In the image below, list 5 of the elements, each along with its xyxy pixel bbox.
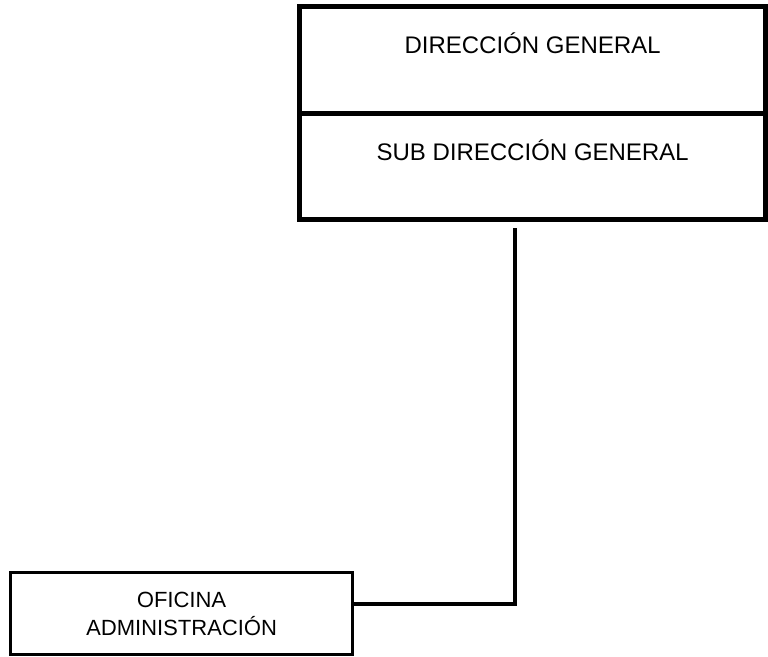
box-label: OFICINA ADMINISTRACIÓN (85, 586, 278, 641)
box-label: DIRECCIÓN GENERAL (404, 31, 661, 61)
box-label: SUB DIRECCIÓN GENERAL (376, 138, 689, 168)
connector-line (354, 228, 517, 606)
org-box (9, 571, 354, 656)
